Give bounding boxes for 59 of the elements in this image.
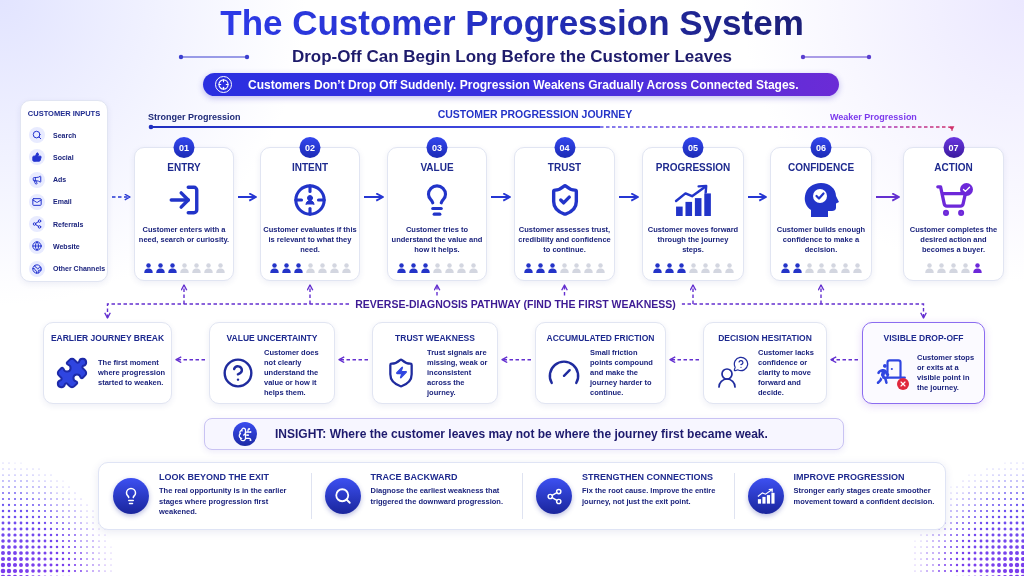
diagnosis-card — [209, 322, 335, 404]
card-title: VISIBLE DROP-OFF — [883, 333, 964, 344]
banner-pill — [203, 73, 839, 96]
edge-label: REVERSE-DIAGNOSIS PATHWAY (FIND THE FIRST WEAKNESS) — [349, 297, 682, 311]
dashed-arrow — [338, 356, 369, 364]
tip-title: STRENGTHEN CONNECTIONS — [582, 471, 713, 483]
section-heading: CUSTOMER PROGRESSION JOURNEY — [437, 108, 633, 121]
stage-title: PROGRESSION — [655, 162, 731, 174]
stage-title: CONFIDENCE — [787, 162, 855, 174]
arrow — [237, 192, 257, 202]
banner-text: Customers Don’t Drop Off Suddenly. Progression Weakens Gradually Across Connected Stages. — [248, 77, 799, 92]
step-number-badge: 02 — [299, 137, 321, 158]
axis-label: Stronger Progression — [148, 112, 241, 123]
step-number-badge: 03 — [426, 137, 448, 158]
step-number-badge: 01 — [173, 137, 195, 158]
diagnosis-card — [43, 322, 172, 404]
step-number-badge: 07 — [943, 137, 964, 158]
dashed-arrow — [111, 193, 131, 201]
stage-title: ACTION — [934, 162, 973, 174]
dashed-arrow — [689, 284, 697, 305]
arrow — [747, 192, 767, 202]
dashed-arrow — [501, 356, 532, 364]
dashed-arrow — [306, 284, 314, 305]
card-title: EARLIER JOURNEY BREAK — [50, 333, 165, 344]
axis-label: Weaker Progression — [830, 112, 917, 123]
dashed-arrow — [817, 284, 825, 305]
insight-bar — [204, 418, 844, 450]
input-panel — [20, 100, 108, 282]
subtitle: Drop-Off Can Begin Long Before the Customer Leaves — [291, 47, 733, 67]
arrow — [490, 192, 511, 202]
arrow — [875, 192, 900, 202]
tip-title: IMPROVE PROGRESSION — [793, 471, 905, 483]
dashed-arrow — [830, 356, 859, 364]
card-title: TRUST WEAKNESS — [395, 333, 475, 344]
step-number-badge: 06 — [810, 137, 832, 158]
step-number-badge: 05 — [682, 137, 704, 158]
tips-panel — [98, 462, 946, 530]
tip-title: TRACE BACKWARD — [370, 471, 458, 483]
step-number-badge: 04 — [554, 137, 575, 158]
stage-title: ENTRY — [167, 162, 201, 174]
dashed-arrow — [180, 284, 188, 305]
card-title: ACCUMULATED FRICTION — [546, 333, 655, 344]
dashed-arrow — [175, 356, 206, 364]
tip-title: LOOK BEYOND THE EXIT — [159, 471, 269, 483]
card-title: DECISION HESITATION — [718, 333, 812, 344]
stage-title: TRUST — [547, 162, 582, 174]
arrow — [618, 192, 639, 202]
dashed-arrow — [433, 284, 441, 297]
card-title: VALUE UNCERTAINTY — [226, 333, 318, 344]
stage-title: VALUE — [420, 162, 454, 174]
diagnosis-card — [535, 322, 666, 404]
diagnosis-card — [703, 322, 827, 404]
stage-title: INTENT — [291, 162, 329, 174]
dashed-arrow — [561, 284, 568, 297]
diagnosis-card — [372, 322, 498, 404]
dashed-arrow — [669, 356, 700, 364]
insight-text: INSIGHT: Where the customer leaves may not be where the journey first became weak. — [275, 426, 768, 442]
diagnosis-card — [862, 322, 985, 404]
arrow — [363, 192, 384, 202]
